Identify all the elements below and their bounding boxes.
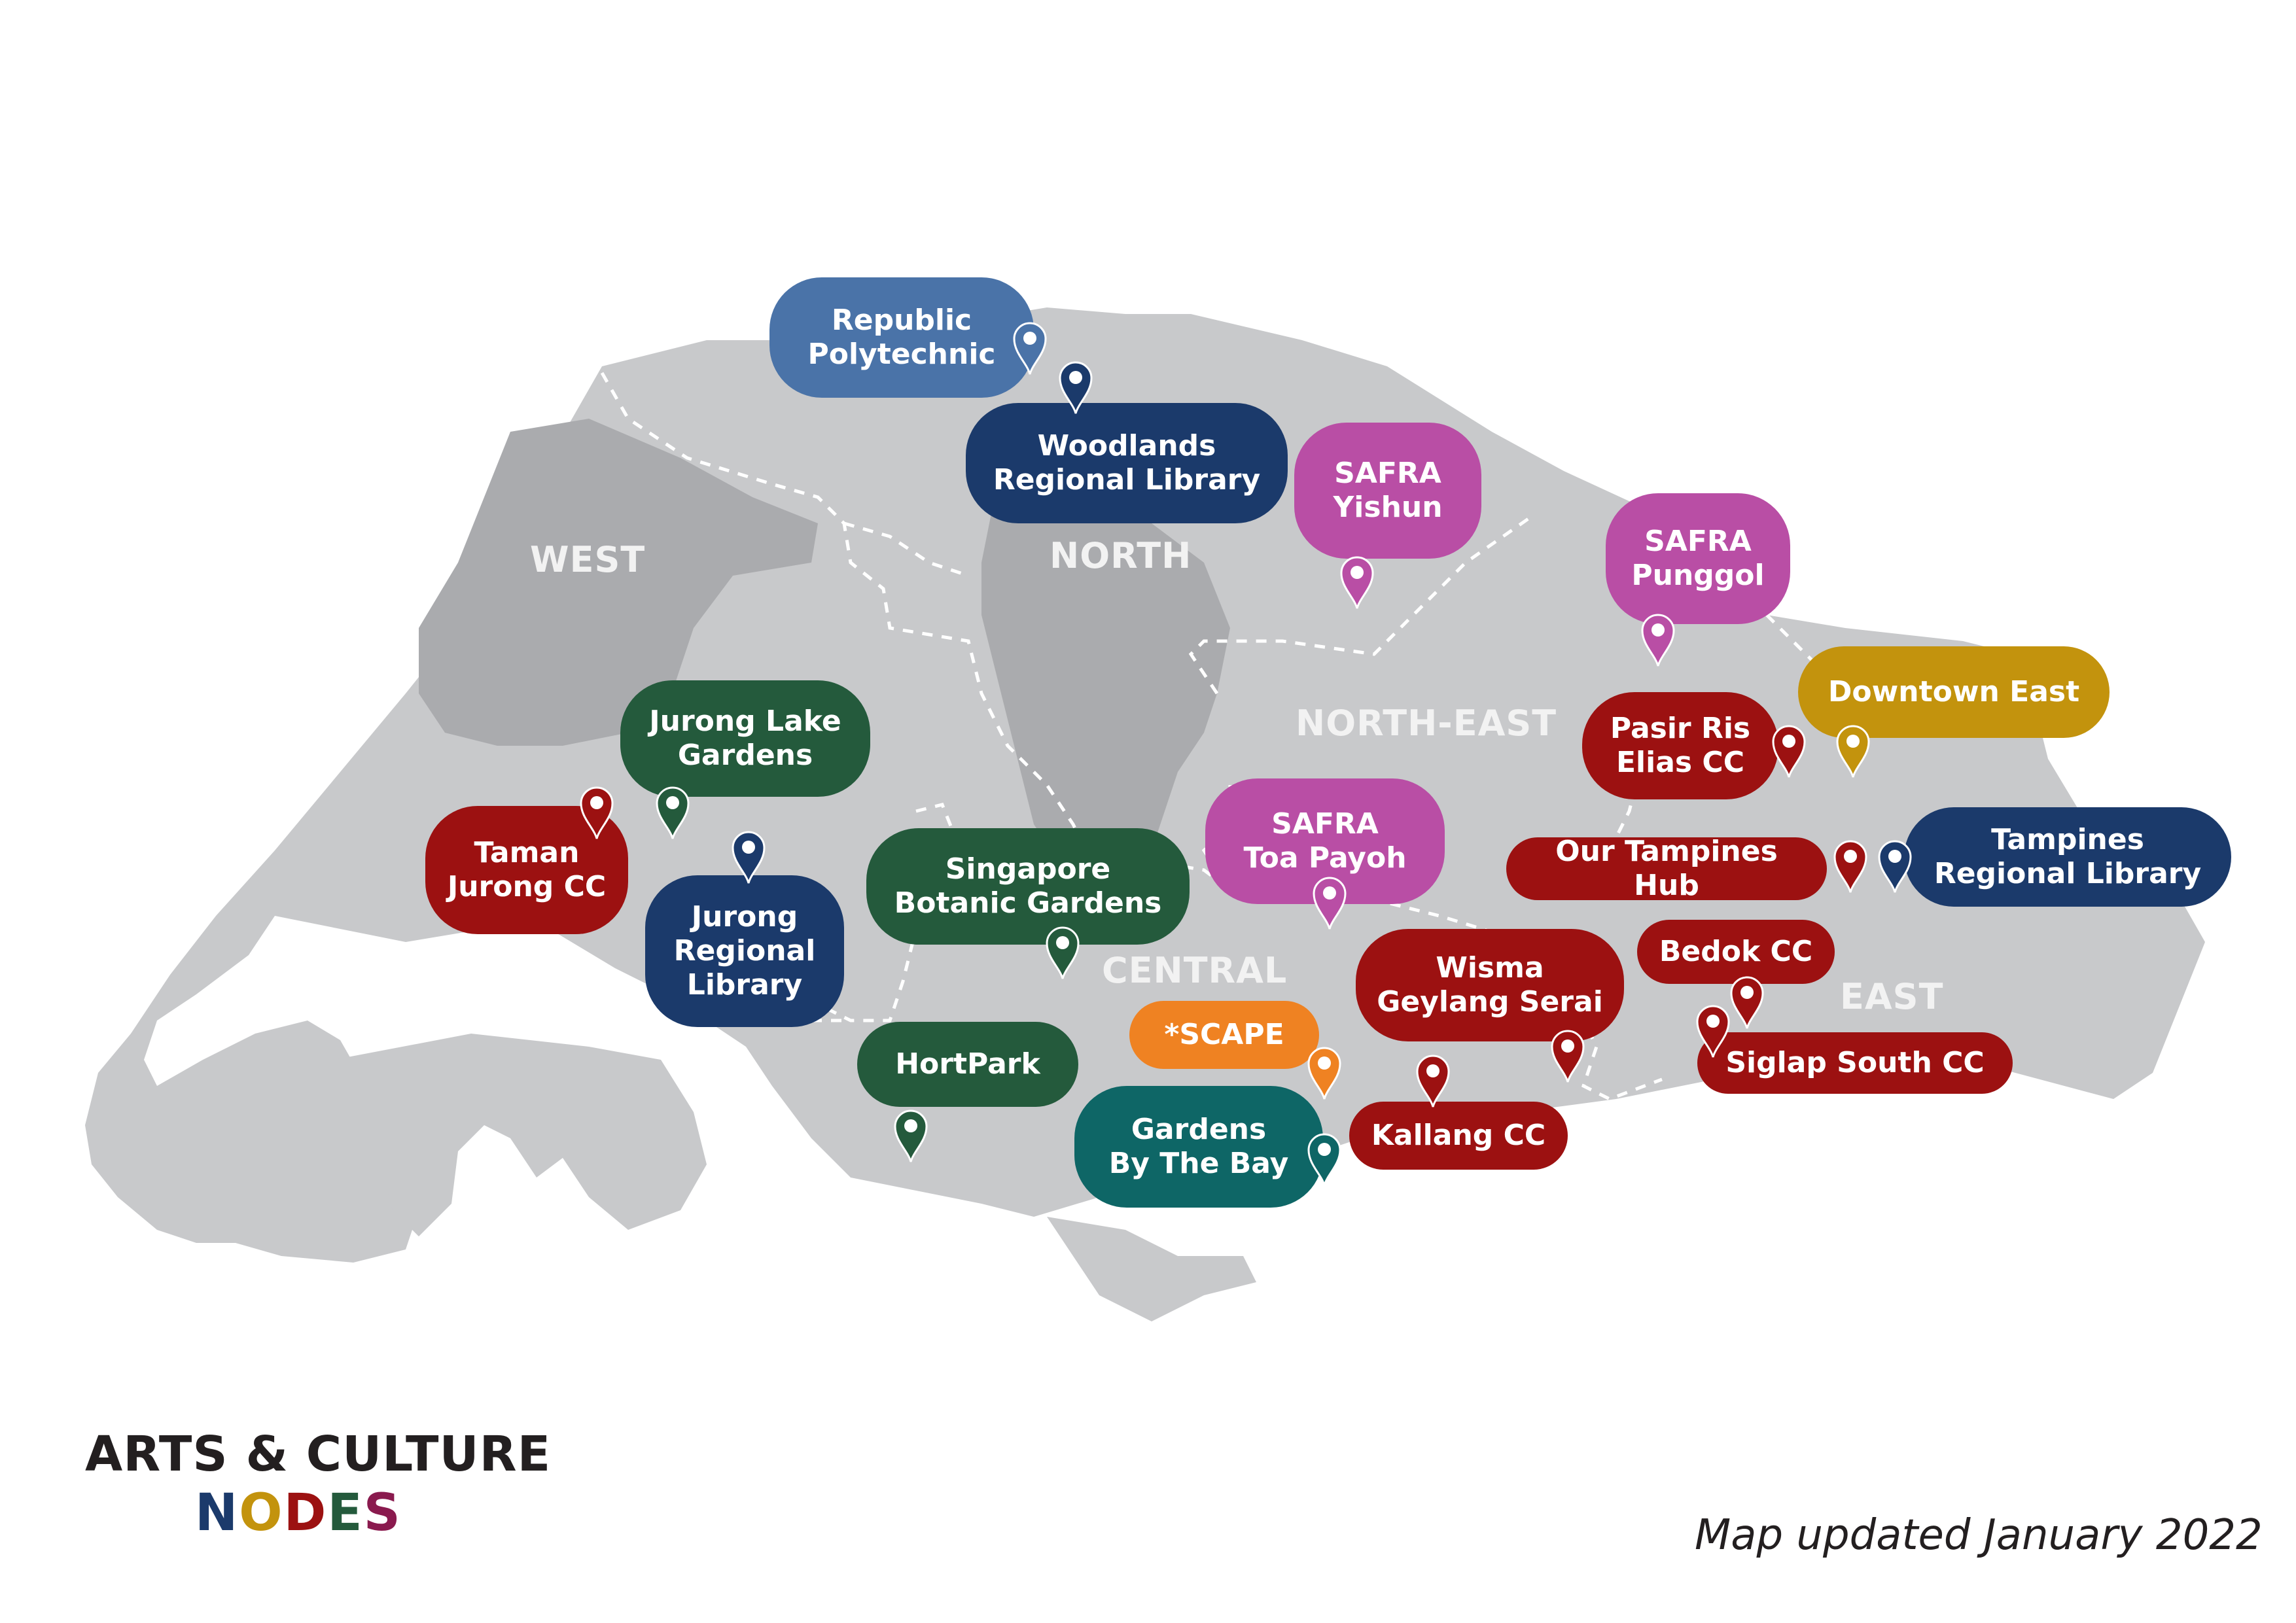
map-pin-icon bbox=[1772, 725, 1806, 778]
node-republic-polytechnic[interactable]: Republic Polytechnic bbox=[769, 277, 1034, 398]
region-east: EAST bbox=[1840, 976, 1943, 1017]
region-north-east: NORTH-EAST bbox=[1296, 703, 1557, 744]
pin-jurong-regional-library[interactable] bbox=[730, 829, 767, 884]
node-safra-punggol[interactable]: SAFRA Punggol bbox=[1606, 493, 1790, 624]
map-pin-icon bbox=[1046, 926, 1080, 979]
map-pin-icon bbox=[732, 831, 766, 884]
pin-republic-polytechnic[interactable] bbox=[1012, 321, 1048, 375]
map-pin-icon bbox=[1313, 877, 1347, 930]
pin-downtown-east[interactable] bbox=[1835, 724, 1871, 778]
node-jurong-lake-gardens[interactable]: Jurong Lake Gardens bbox=[620, 680, 870, 797]
node-jurong-regional-library[interactable]: Jurong Regional Library bbox=[645, 875, 844, 1027]
pin-scape[interactable] bbox=[1306, 1045, 1343, 1100]
logo-title: ARTS & CULTURE bbox=[85, 1426, 552, 1482]
pin-safra-toa-payoh[interactable] bbox=[1311, 875, 1348, 930]
map-pin-icon bbox=[894, 1109, 928, 1162]
map-pin-icon bbox=[1696, 1005, 1730, 1058]
pin-woodlands-regional-library[interactable] bbox=[1057, 360, 1094, 415]
map-pin-icon bbox=[1730, 976, 1764, 1029]
node-siglap-south-cc[interactable]: Siglap South CC bbox=[1697, 1032, 2013, 1094]
pin-siglap-south-cc[interactable] bbox=[1695, 1003, 1731, 1058]
pin-tampines-regional-library[interactable] bbox=[1877, 839, 1913, 894]
map-pin-icon bbox=[1641, 614, 1675, 667]
western-catchment bbox=[419, 419, 818, 746]
pin-bedok-cc[interactable] bbox=[1729, 975, 1765, 1030]
node-wisma-geylang-serai[interactable]: Wisma Geylang Serai bbox=[1356, 929, 1624, 1041]
pin-safra-punggol[interactable] bbox=[1640, 612, 1676, 667]
node-tampines-regional-library[interactable]: Tampines Regional Library bbox=[1904, 807, 2231, 907]
node-bedok-cc[interactable]: Bedok CC bbox=[1637, 920, 1835, 984]
node-safra-toa-payoh[interactable]: SAFRA Toa Payoh bbox=[1205, 778, 1445, 904]
node-woodlands-regional-library[interactable]: Woodlands Regional Library bbox=[966, 403, 1288, 523]
map-pin-icon bbox=[1307, 1133, 1341, 1186]
region-north: NORTH bbox=[1050, 535, 1192, 576]
map-pin-icon bbox=[1340, 556, 1374, 609]
pin-pasir-ris-elias-cc[interactable] bbox=[1771, 724, 1807, 778]
node-gardens-by-the-bay[interactable]: Gardens By The Bay bbox=[1074, 1086, 1323, 1208]
map-pin-icon bbox=[1059, 361, 1093, 414]
logo-letter: E bbox=[327, 1484, 364, 1543]
node-pasir-ris-elias-cc[interactable]: Pasir Ris Elias CC bbox=[1582, 692, 1778, 799]
map-updated-note: Map updated January 2022 bbox=[1695, 1511, 2263, 1560]
pin-kallang-cc[interactable] bbox=[1415, 1053, 1451, 1108]
central-catchment bbox=[981, 497, 1230, 870]
node-safra-yishun[interactable]: SAFRA Yishun bbox=[1294, 423, 1481, 559]
pin-our-tampines-hub[interactable] bbox=[1832, 839, 1869, 894]
logo-letter: N bbox=[195, 1484, 239, 1543]
logo-letter: S bbox=[363, 1484, 402, 1543]
map-pin-icon bbox=[1307, 1047, 1341, 1100]
pin-jurong-lake-gardens[interactable] bbox=[654, 785, 691, 840]
node-taman-jurong-cc[interactable]: Taman Jurong CC bbox=[425, 806, 628, 934]
logo-letter: O bbox=[239, 1484, 284, 1543]
map-pin-icon bbox=[1833, 840, 1867, 893]
node-hortpark[interactable]: HortPark bbox=[857, 1022, 1078, 1107]
pin-singapore-botanic-gardens[interactable] bbox=[1044, 925, 1081, 980]
pin-taman-jurong-cc[interactable] bbox=[578, 785, 615, 840]
region-west: WEST bbox=[530, 539, 645, 580]
map-pin-icon bbox=[580, 786, 614, 839]
node-kallang-cc[interactable]: Kallang CC bbox=[1349, 1102, 1568, 1170]
western-island bbox=[334, 1034, 707, 1236]
node-scape[interactable]: *SCAPE bbox=[1129, 1001, 1319, 1069]
node-singapore-botanic-gardens[interactable]: Singapore Botanic Gardens bbox=[866, 828, 1190, 945]
pin-safra-yishun[interactable] bbox=[1339, 555, 1375, 610]
node-our-tampines-hub[interactable]: Our Tampines Hub bbox=[1506, 835, 1827, 902]
region-central: CENTRAL bbox=[1102, 950, 1287, 991]
logo-letter: D bbox=[283, 1484, 328, 1543]
map-pin-icon bbox=[1013, 322, 1047, 375]
map-pin-icon bbox=[1878, 840, 1912, 893]
map-pin-icon bbox=[1836, 725, 1870, 778]
pin-wisma-geylang-serai[interactable] bbox=[1549, 1028, 1586, 1083]
node-downtown-east[interactable]: Downtown East bbox=[1798, 646, 2110, 738]
map-pin-icon bbox=[656, 786, 690, 839]
pin-hortpark[interactable] bbox=[892, 1108, 929, 1163]
logo-nodes: N O D E S bbox=[195, 1484, 402, 1543]
map-pin-icon bbox=[1551, 1030, 1585, 1083]
map-pin-icon bbox=[1416, 1055, 1450, 1108]
pin-gardens-by-the-bay[interactable] bbox=[1306, 1132, 1343, 1187]
sentosa-island bbox=[1047, 1217, 1256, 1321]
